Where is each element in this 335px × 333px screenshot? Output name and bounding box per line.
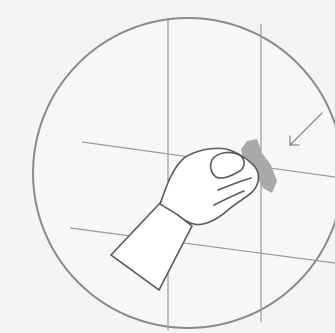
stain-cleaning-illustration: [0, 0, 335, 333]
